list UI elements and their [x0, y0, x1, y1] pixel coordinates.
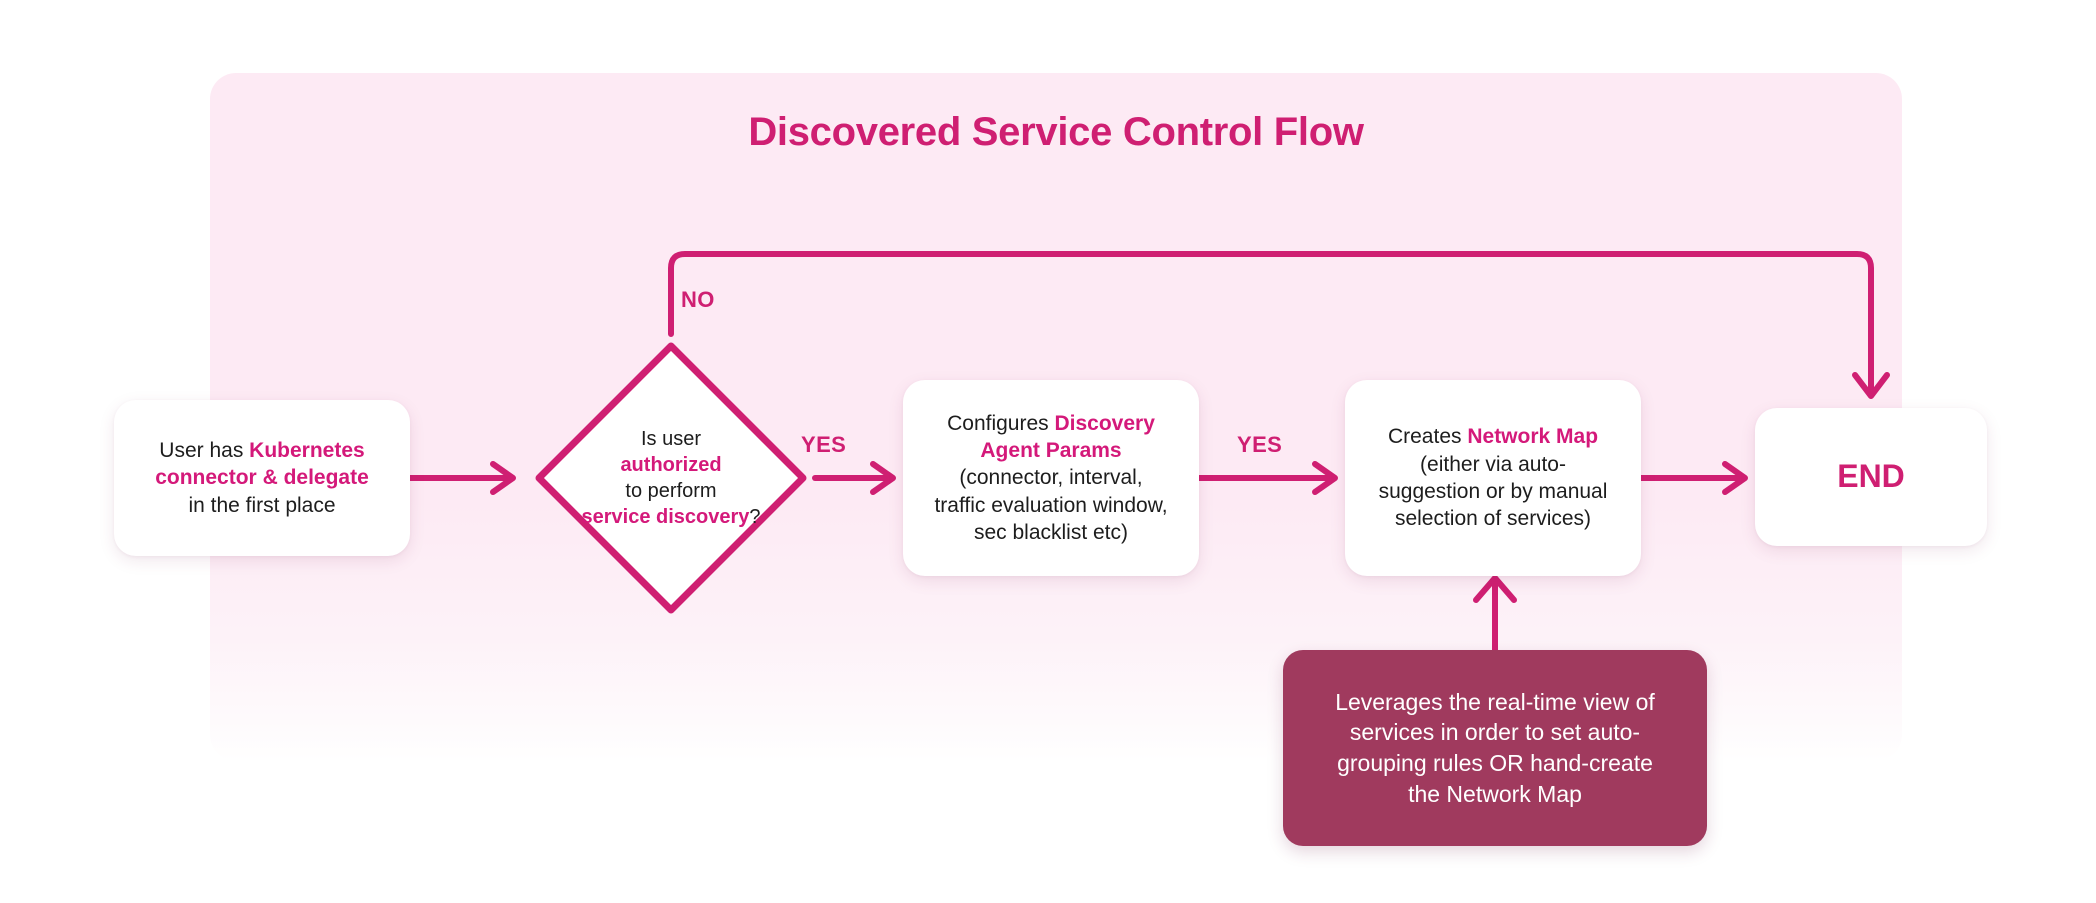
- decision-diamond-shape: [535, 342, 807, 614]
- annotation-callout-text: Leverages the real-time view of services …: [1335, 687, 1655, 809]
- highlight-text: Discovery: [1054, 411, 1155, 435]
- text-line: Leverages the real-time view of: [1335, 687, 1655, 718]
- annotation-callout-network-map[interactable]: Leverages the real-time view of services …: [1283, 650, 1707, 846]
- text-line: suggestion or by manual: [1379, 478, 1608, 505]
- text-line: sec blacklist etc): [934, 519, 1167, 546]
- plain-text: suggestion or by manual: [1378, 480, 1608, 503]
- text-line: traffic evaluation window,: [934, 492, 1167, 519]
- text-line: User has Kubernetes: [155, 437, 369, 464]
- plain-text: Creates: [1387, 425, 1468, 449]
- text-line: Creates Network Map: [1379, 423, 1608, 450]
- plain-text: (connector, interval,: [959, 466, 1143, 490]
- plain-text: User has: [159, 439, 250, 463]
- text-line: Agent Params: [934, 437, 1167, 464]
- plain-text: services in order to set auto-: [1349, 719, 1641, 746]
- text-line: END: [1837, 456, 1905, 498]
- text-line: grouping rules OR hand-create: [1335, 748, 1655, 779]
- text-line: (either via auto-: [1379, 451, 1608, 478]
- text-line: in the first place: [155, 492, 369, 519]
- highlight-text: Kubernetes: [249, 439, 365, 463]
- plain-text: the Network Map: [1408, 780, 1582, 807]
- text-line: the Network Map: [1335, 779, 1655, 810]
- plain-text: selection of services): [1394, 507, 1592, 531]
- highlight-text: Agent Params: [980, 439, 1122, 463]
- highlight-text: Network Map: [1467, 425, 1599, 449]
- node-end-terminator[interactable]: END: [1755, 408, 1987, 546]
- text-line: selection of services): [1379, 505, 1608, 532]
- plain-text: sec blacklist etc): [973, 520, 1129, 544]
- plain-text: traffic evaluation window,: [934, 493, 1168, 517]
- plain-text: in the first place: [188, 493, 336, 517]
- plain-text: Leverages the real-time view of: [1335, 688, 1655, 715]
- text-line: connector & delegate: [155, 464, 369, 491]
- plain-text: END: [1837, 458, 1905, 495]
- node-creates-network-map[interactable]: Creates Network Map(either via auto-sugg…: [1345, 380, 1641, 576]
- node-end-text: END: [1837, 456, 1905, 498]
- page-title: Discovered Service Control Flow: [748, 110, 1364, 154]
- edge-label-yes-decision: YES: [801, 432, 847, 457]
- text-line: (connector, interval,: [934, 464, 1167, 491]
- plain-text: grouping rules OR hand-create: [1337, 750, 1653, 776]
- plain-text: Configures: [947, 411, 1055, 435]
- edge-label-no: NO: [681, 287, 715, 312]
- highlight-text: connector & delegate: [155, 466, 369, 490]
- text-line: services in order to set auto-: [1335, 717, 1655, 748]
- node-networkmap-text: Creates Network Map(either via auto-sugg…: [1379, 423, 1608, 532]
- plain-text: (either via auto-: [1420, 452, 1566, 476]
- edge-label-yes-configure: YES: [1237, 432, 1283, 457]
- text-line: Configures Discovery: [934, 410, 1167, 437]
